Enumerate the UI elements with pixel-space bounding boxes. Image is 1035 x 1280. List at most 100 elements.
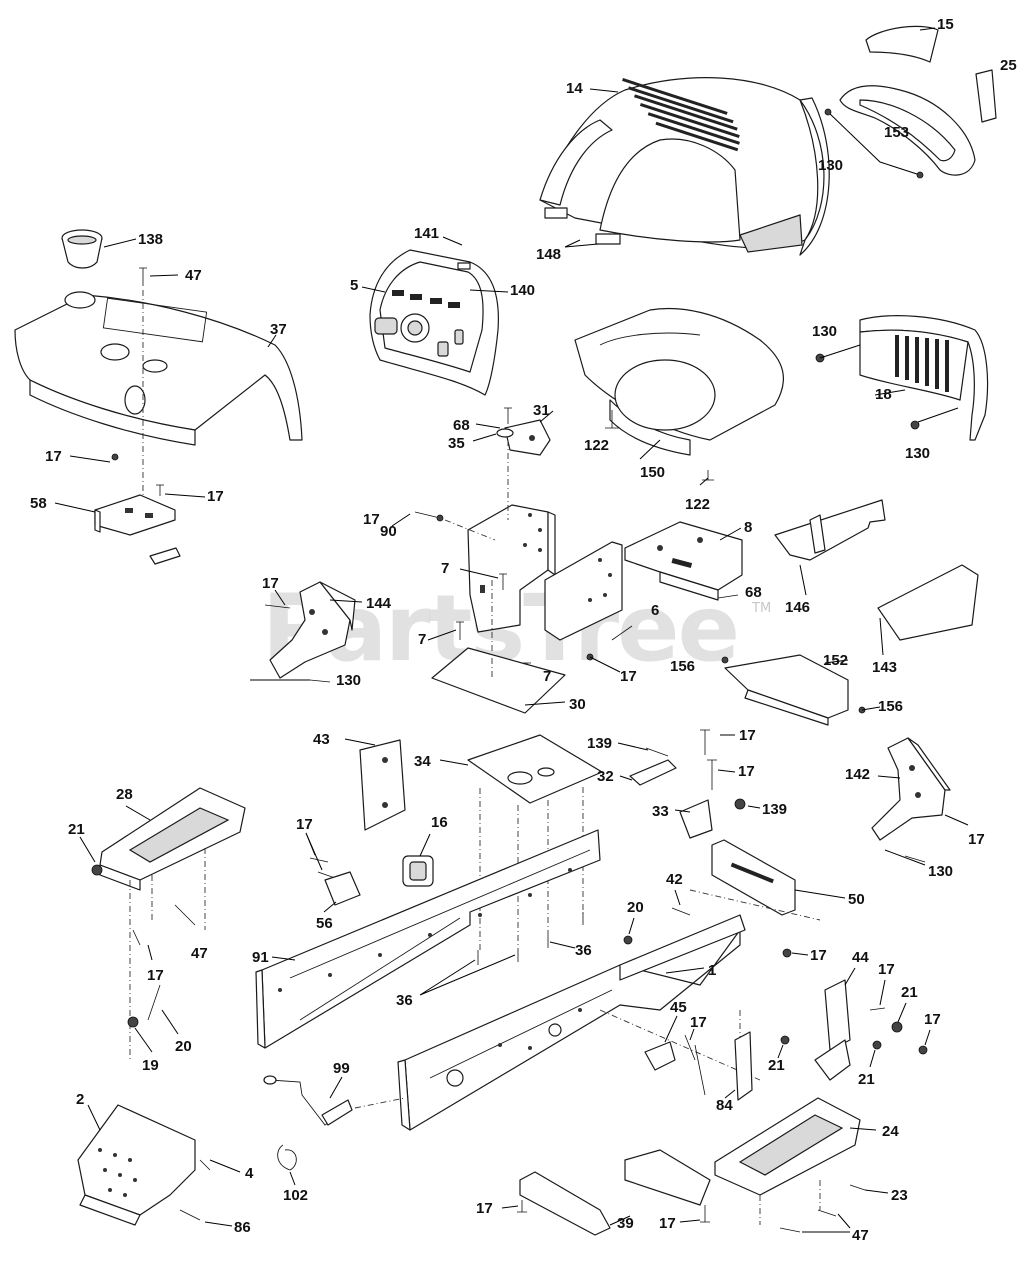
screw-part bbox=[869, 1007, 886, 1011]
leader-line bbox=[459, 568, 499, 579]
washer-part bbox=[436, 514, 444, 522]
screw-part bbox=[700, 1205, 710, 1223]
screw-part bbox=[477, 912, 584, 965]
callout-122-b: 122 bbox=[685, 496, 711, 513]
nut-part bbox=[780, 1035, 790, 1045]
plate-43-part bbox=[359, 739, 406, 831]
leader-line bbox=[864, 1189, 889, 1194]
callout-30: 30 bbox=[569, 696, 586, 713]
callout-33: 33 bbox=[652, 803, 669, 820]
screw-part bbox=[910, 420, 920, 430]
callout-21-d: 21 bbox=[858, 1071, 875, 1088]
callout-102: 102 bbox=[283, 1187, 309, 1204]
center-line bbox=[444, 519, 496, 541]
callout-68-a: 68 bbox=[453, 417, 470, 434]
leader-line bbox=[305, 832, 323, 871]
leader-line bbox=[134, 1009, 179, 1053]
hood-part bbox=[539, 77, 830, 256]
pedal-bracket-part bbox=[269, 581, 356, 679]
pedal-bracket-142-part bbox=[871, 737, 951, 841]
callout-91: 91 bbox=[252, 949, 269, 966]
screw-part bbox=[139, 267, 147, 286]
leader-line bbox=[897, 1002, 907, 1023]
leader-line bbox=[589, 656, 621, 673]
callout-17-i: 17 bbox=[968, 831, 985, 848]
callout-99: 99 bbox=[333, 1060, 350, 1077]
leader-line bbox=[589, 88, 619, 93]
callout-16: 16 bbox=[431, 814, 448, 831]
callout-37: 37 bbox=[270, 321, 287, 338]
leader-line bbox=[877, 775, 969, 866]
mount-plate-part bbox=[467, 734, 603, 804]
callout-19: 19 bbox=[142, 1057, 159, 1074]
clip-part bbox=[457, 262, 471, 270]
callout-144: 144 bbox=[366, 595, 392, 612]
clip-33-part bbox=[679, 799, 713, 839]
callout-90: 90 bbox=[380, 523, 397, 540]
leader-line bbox=[147, 944, 153, 961]
front-plate-part bbox=[77, 1104, 196, 1226]
callout-8: 8 bbox=[744, 519, 753, 536]
leader-line bbox=[103, 238, 137, 248]
battery-tray-part bbox=[624, 521, 743, 601]
callout-140: 140 bbox=[510, 282, 536, 299]
callout-50: 50 bbox=[848, 891, 865, 908]
callout-18: 18 bbox=[875, 386, 892, 403]
callout-39: 39 bbox=[617, 1215, 634, 1232]
callout-142: 142 bbox=[845, 766, 871, 783]
callout-17-a: 17 bbox=[45, 448, 62, 465]
callout-130-c: 130 bbox=[905, 445, 931, 462]
callout-156-b: 156 bbox=[878, 698, 904, 715]
screw-part bbox=[684, 1034, 706, 1096]
callout-17-m: 17 bbox=[924, 1011, 941, 1028]
leader-line bbox=[628, 917, 635, 935]
callout-7-b: 7 bbox=[418, 631, 427, 648]
callout-25: 25 bbox=[1000, 57, 1017, 74]
leader-line bbox=[427, 629, 457, 641]
screw-part bbox=[199, 1159, 211, 1171]
callout-17-d: 17 bbox=[262, 575, 279, 592]
callout-17-o: 17 bbox=[476, 1200, 493, 1217]
washer-part bbox=[496, 428, 514, 438]
leader-line bbox=[149, 274, 179, 277]
nut-part bbox=[111, 453, 119, 461]
callout-14: 14 bbox=[566, 80, 583, 97]
leader-line bbox=[54, 502, 96, 513]
callout-17-f: 17 bbox=[739, 727, 756, 744]
callout-4: 4 bbox=[245, 1165, 254, 1182]
leader-line bbox=[267, 334, 277, 348]
screw-part bbox=[904, 855, 926, 863]
leader-line bbox=[919, 27, 936, 31]
callout-152: 152 bbox=[823, 652, 849, 669]
leader-line bbox=[717, 734, 736, 773]
cup-holder-part bbox=[61, 229, 103, 269]
callout-148: 148 bbox=[536, 246, 562, 263]
dash-panel-part bbox=[369, 249, 499, 396]
leader-line bbox=[639, 439, 709, 486]
screw-part bbox=[645, 747, 669, 757]
callout-143: 143 bbox=[872, 659, 898, 676]
callout-21-c: 21 bbox=[768, 1057, 785, 1074]
bracket-84-part bbox=[734, 1031, 753, 1101]
callout-17-p: 17 bbox=[659, 1215, 676, 1232]
center-line bbox=[689, 889, 821, 921]
leader-line bbox=[344, 738, 376, 746]
callout-35: 35 bbox=[448, 435, 465, 452]
leader-line bbox=[524, 701, 566, 706]
nut-part bbox=[623, 935, 633, 945]
nut-part bbox=[91, 864, 103, 876]
leader-line bbox=[442, 236, 509, 293]
callout-1: 1 bbox=[708, 962, 717, 979]
callout-47-b: 47 bbox=[191, 945, 208, 962]
grille-vent-slots bbox=[895, 335, 949, 392]
callout-32: 32 bbox=[597, 768, 614, 785]
screw-part bbox=[147, 984, 161, 1021]
axle-bracket-part bbox=[814, 979, 851, 1081]
leader-line bbox=[874, 389, 959, 423]
callout-141: 141 bbox=[414, 225, 440, 242]
leader-line bbox=[209, 1159, 241, 1173]
callout-139-a: 139 bbox=[587, 735, 613, 752]
fender-cover-part bbox=[14, 291, 303, 446]
screw-part bbox=[824, 108, 832, 116]
